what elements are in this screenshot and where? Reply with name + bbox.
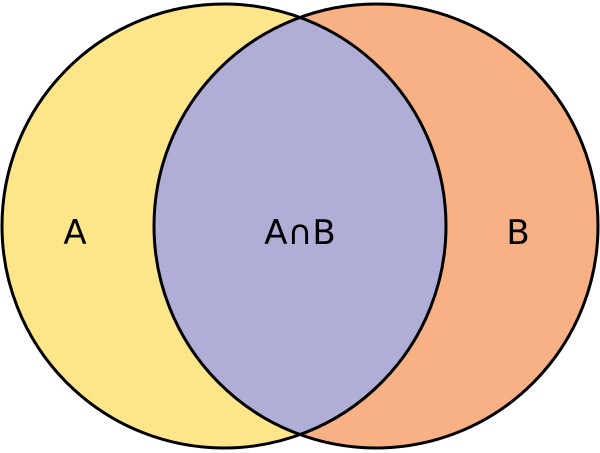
set-b-outline <box>152 2 600 450</box>
intersection-region <box>153 17 447 435</box>
set-a-label: A <box>63 213 86 253</box>
set-b-label: B <box>506 213 529 253</box>
set-a-outline <box>0 2 448 450</box>
intersection-label: A∩B <box>264 213 335 253</box>
